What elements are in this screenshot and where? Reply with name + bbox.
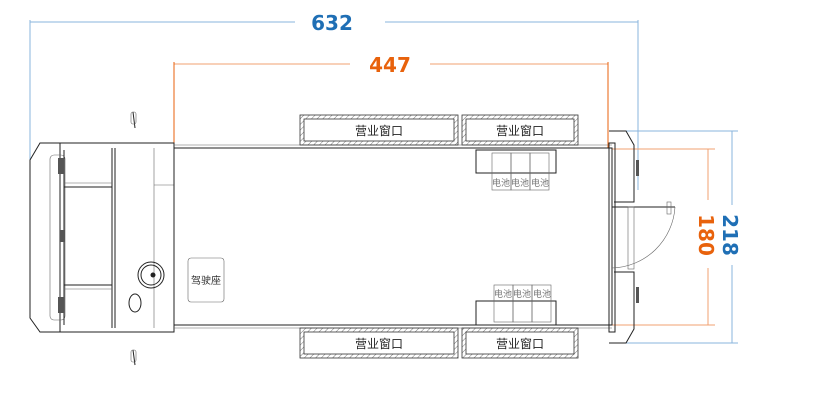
dimension-overall-width: 218	[612, 130, 742, 344]
vehicle-rear	[608, 130, 676, 344]
svg-text:营业窗口: 营业窗口	[355, 337, 403, 351]
service-window-top-right: 营业窗口	[461, 114, 579, 146]
svg-text:电池: 电池	[531, 177, 549, 189]
svg-text:营业窗口: 营业窗口	[355, 124, 403, 138]
dimension-overall-length: 632	[29, 11, 639, 208]
dimension-box-width: 180	[612, 148, 718, 326]
svg-text:营业窗口: 营业窗口	[496, 124, 544, 138]
battery-group-bottom: 电池 电池 电池	[475, 284, 557, 326]
dim-632-label: 632	[311, 11, 353, 35]
svg-text:电池: 电池	[513, 288, 531, 300]
vehicle-cab	[29, 111, 175, 366]
dim-180-label: 180	[694, 214, 718, 256]
driver-seat: 驾驶座	[187, 257, 225, 303]
dim-218-label: 218	[718, 214, 742, 256]
svg-text:电池: 电池	[494, 288, 512, 300]
cargo-box	[173, 147, 613, 326]
svg-text:电池: 电池	[533, 288, 551, 300]
svg-text:电池: 电池	[511, 177, 529, 189]
steering-wheel-icon	[137, 261, 165, 289]
service-window-bottom-left: 营业窗口	[299, 327, 459, 359]
svg-text:电池: 电池	[492, 177, 510, 189]
battery-group-top: 电池 电池 电池	[475, 149, 557, 191]
service-window-bottom-right: 营业窗口	[461, 327, 579, 359]
svg-text:营业窗口: 营业窗口	[496, 337, 544, 351]
dim-447-label: 447	[369, 53, 411, 77]
dimension-box-length: 447	[173, 53, 609, 148]
service-window-top-left: 营业窗口	[299, 114, 459, 146]
svg-text:驾驶座: 驾驶座	[191, 274, 221, 287]
